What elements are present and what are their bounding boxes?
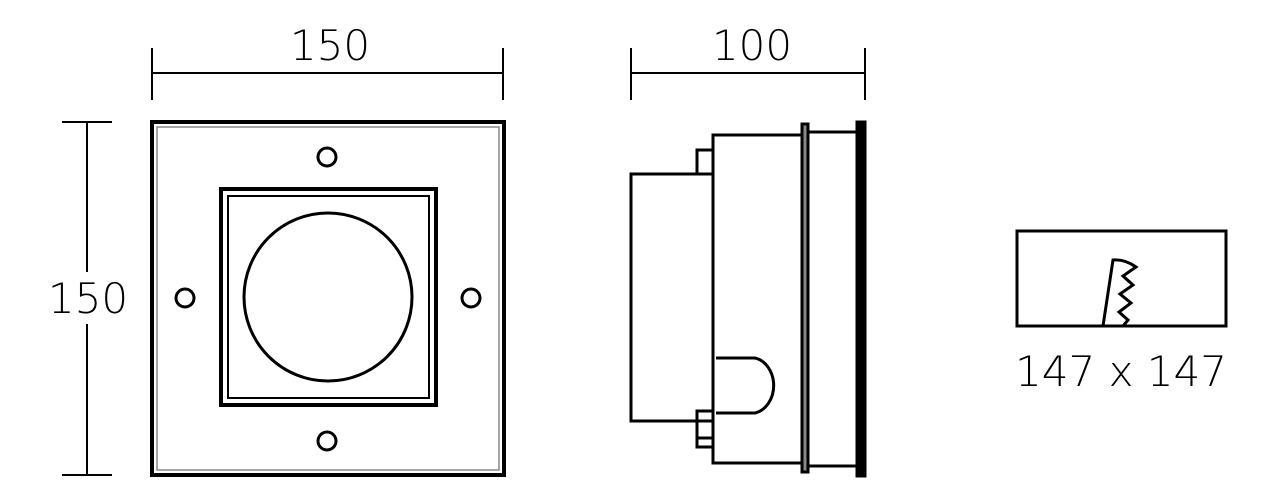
lens-circle bbox=[242, 211, 414, 383]
saw-icon bbox=[1101, 258, 1139, 327]
screw-hole-right bbox=[460, 287, 482, 309]
cutout-symbol bbox=[1015, 229, 1228, 328]
screw-hole-left bbox=[174, 287, 196, 309]
cutout-label: 147 x 147 bbox=[1015, 347, 1227, 396]
cutout-rectangle bbox=[1015, 229, 1228, 328]
width-label: 150 bbox=[290, 21, 370, 70]
front-view bbox=[62, 48, 506, 477]
front-plate-edge bbox=[855, 120, 867, 478]
screw-hole-top bbox=[316, 146, 338, 168]
front-plate-inner-edge bbox=[156, 126, 500, 471]
trim-ring bbox=[806, 130, 859, 468]
height-label: 150 bbox=[48, 274, 128, 323]
mounting-tab-top bbox=[695, 148, 715, 176]
lens-frame-inner bbox=[227, 195, 430, 399]
depth-label: 100 bbox=[712, 21, 792, 70]
side-view bbox=[629, 48, 867, 478]
screw-hole-bottom bbox=[316, 430, 338, 452]
driver-box bbox=[629, 172, 715, 423]
cable-gland bbox=[716, 356, 776, 415]
front-plate-outer bbox=[150, 120, 506, 477]
lens-frame-outer bbox=[219, 187, 438, 407]
mounting-tab-bottom bbox=[695, 409, 715, 449]
